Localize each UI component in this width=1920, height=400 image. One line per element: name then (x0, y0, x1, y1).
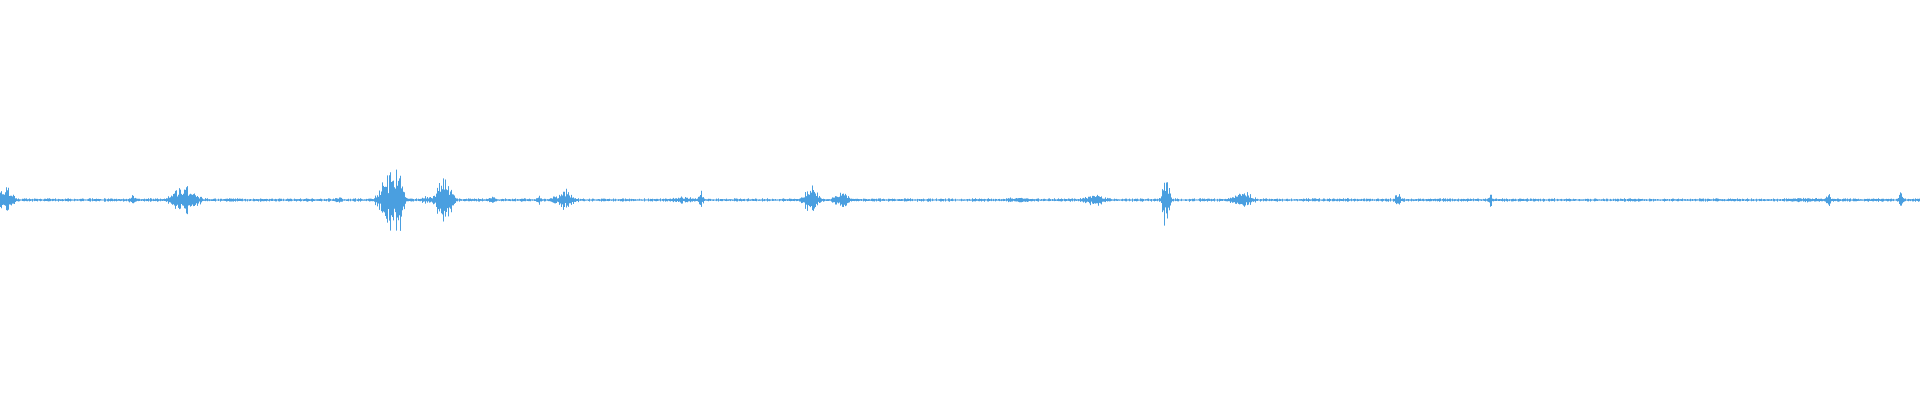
waveform-path (0, 169, 1920, 231)
waveform-samples (0, 169, 1920, 231)
